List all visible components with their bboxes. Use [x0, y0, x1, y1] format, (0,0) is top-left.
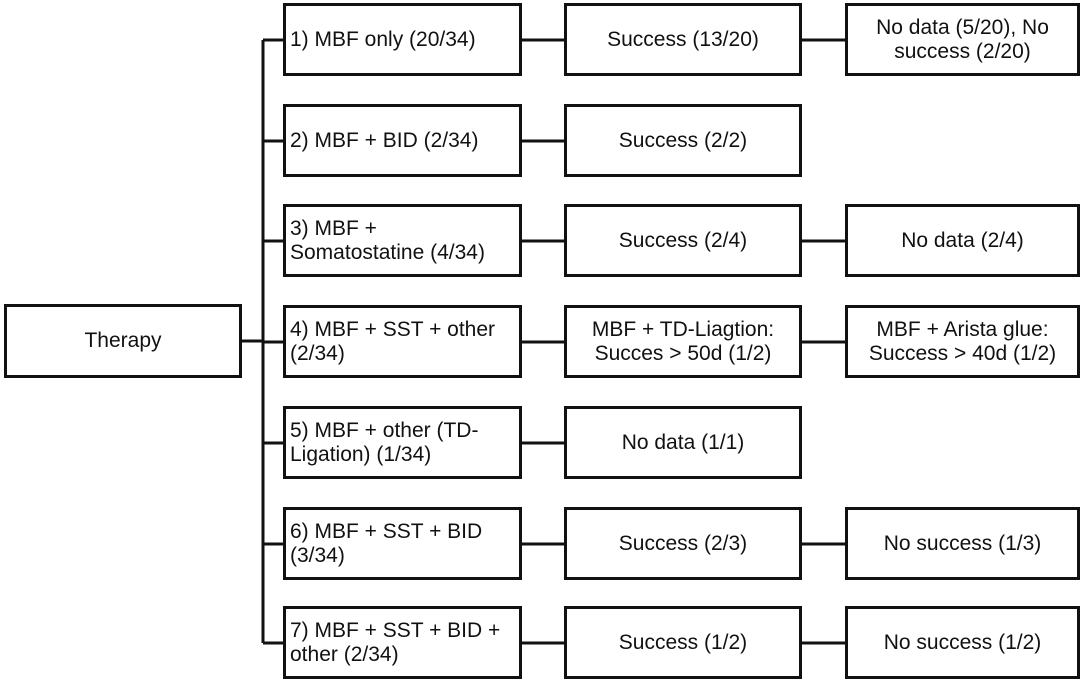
root-node-label: Therapy	[84, 329, 162, 353]
branch-7-label: 7) MBF + SST + BID + other (2/34)	[290, 619, 501, 666]
root-node-therapy: Therapy	[4, 304, 242, 378]
branch-2-node: 2) MBF + BID (2/34)	[283, 104, 522, 177]
branch-1-outcome-label: Success (13/20)	[607, 27, 759, 51]
branch-4-outcome-node: MBF + TD-Liagtion: Succes > 50d (1/2)	[564, 305, 802, 378]
branch-3-label: 3) MBF + Somatostatine (4/34)	[290, 217, 485, 264]
branch-6-node: 6) MBF + SST + BID (3/34)	[283, 507, 522, 580]
branch-4-outcome-label: MBF + TD-Liagtion: Succes > 50d (1/2)	[591, 318, 775, 365]
branch-7-outcome-node: Success (1/2)	[564, 606, 802, 679]
branch-1-outcome-node: Success (13/20)	[564, 3, 802, 76]
branch-6-followup-node: No success (1/3)	[845, 507, 1080, 580]
branch-3-followup-node: No data (2/4)	[845, 204, 1080, 277]
branch-6-label: 6) MBF + SST + BID (3/34)	[290, 520, 483, 567]
branch-1-followup-node: No data (5/20), No success (2/20)	[845, 3, 1080, 76]
branch-3-followup-label: No data (2/4)	[901, 228, 1024, 252]
branch-5-outcome-label: No data (1/1)	[621, 430, 745, 454]
branch-7-followup-node: No success (1/2)	[845, 606, 1080, 679]
branch-7-outcome-label: Success (1/2)	[618, 630, 748, 654]
branch-5-outcome-node: No data (1/1)	[564, 406, 802, 479]
branch-7-followup-label: No success (1/2)	[883, 630, 1042, 654]
branch-2-label: 2) MBF + BID (2/34)	[290, 128, 479, 152]
branch-6-outcome-label: Success (2/3)	[618, 531, 748, 555]
branch-1-label: 1) MBF only (20/34)	[290, 27, 476, 51]
branch-1-followup-label: No data (5/20), No success (2/20)	[876, 16, 1049, 63]
branch-3-outcome-node: Success (2/4)	[564, 204, 802, 277]
branch-3-outcome-label: Success (2/4)	[618, 228, 748, 252]
branch-4-label: 4) MBF + SST + other (2/34)	[290, 318, 496, 365]
branch-3-node: 3) MBF + Somatostatine (4/34)	[283, 204, 522, 277]
branch-1-node: 1) MBF only (20/34)	[283, 3, 522, 76]
branch-5-node: 5) MBF + other (TD-Ligation) (1/34)	[283, 406, 522, 479]
connector-lines	[242, 38, 845, 645]
branch-4-node: 4) MBF + SST + other (2/34)	[283, 305, 522, 378]
branch-2-outcome-label: Success (2/2)	[618, 128, 748, 152]
branch-6-outcome-node: Success (2/3)	[564, 507, 802, 580]
branch-4-followup-label: MBF + Arista glue: Success > 40d (1/2)	[868, 318, 1057, 365]
branch-2-outcome-node: Success (2/2)	[564, 104, 802, 177]
branch-7-node: 7) MBF + SST + BID + other (2/34)	[283, 606, 522, 679]
branch-4-followup-node: MBF + Arista glue: Success > 40d (1/2)	[845, 305, 1080, 378]
branch-5-label: 5) MBF + other (TD-Ligation) (1/34)	[290, 419, 479, 466]
branch-6-followup-label: No success (1/3)	[883, 531, 1042, 555]
